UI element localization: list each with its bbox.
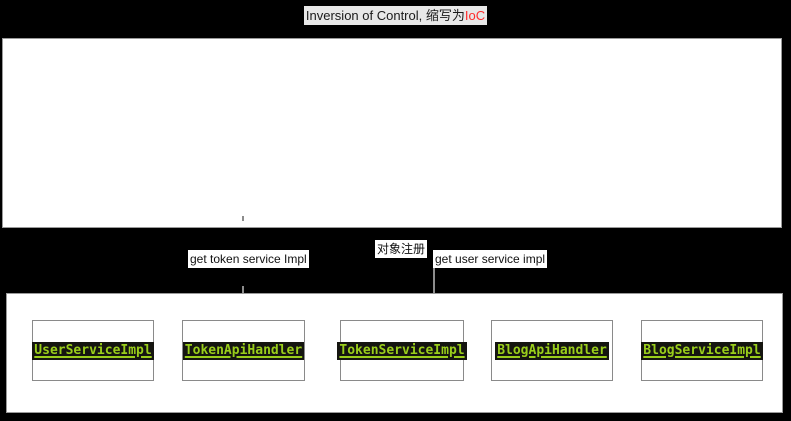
bean-box-blog-service-impl[interactable]: BlogServiceImpl <box>641 320 763 381</box>
bean-label: BlogApiHandler <box>495 341 609 360</box>
bean-label: TokenServiceImpl <box>337 341 467 360</box>
bean-box-token-service-impl[interactable]: TokenServiceImpl <box>337 320 467 381</box>
bean-box-token-api-handler[interactable]: TokenApiHandler <box>182 320 305 381</box>
edge-label-object-registration: 对象注册 <box>375 240 428 258</box>
bean-box-user-service-impl[interactable]: UserServiceImpl <box>32 320 154 381</box>
page-title: Inversion of Control, 缩写为IoC <box>303 5 488 25</box>
bean-label: BlogServiceImpl <box>641 341 763 360</box>
ioc-container-panel <box>2 38 782 228</box>
bean-label: TokenApiHandler <box>182 341 305 360</box>
bean-label: UserServiceImpl <box>32 341 154 360</box>
page-title-accent: IoC <box>464 7 486 23</box>
title-bar: Inversion of Control, 缩写为IoC <box>0 0 791 30</box>
edge-label-get-user-service-impl: get user service impl <box>433 250 548 268</box>
edge-label-get-token-service-impl: get token service Impl <box>188 250 309 268</box>
connector-line-upper-left <box>242 216 244 221</box>
page-title-prefix: Inversion of Control, 缩写为 <box>305 7 465 23</box>
bean-box-blog-api-handler[interactable]: BlogApiHandler <box>491 320 613 381</box>
